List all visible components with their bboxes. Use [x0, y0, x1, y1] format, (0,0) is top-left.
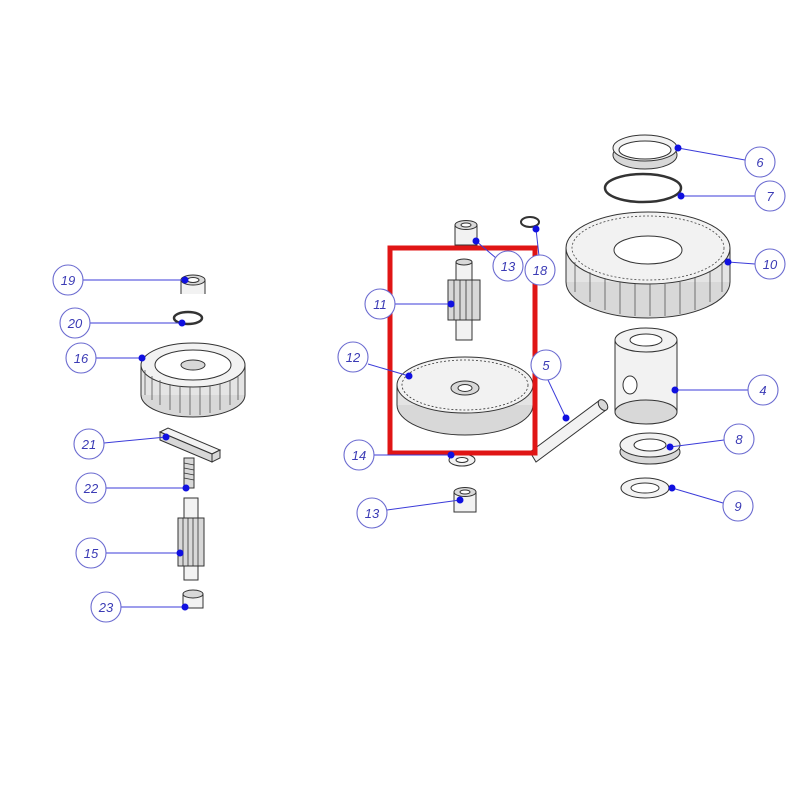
callout-8-label: 8	[735, 432, 743, 447]
part-23-bushing	[182, 589, 204, 609]
callout-20: 20	[59, 307, 186, 339]
part-19-bushing	[180, 274, 206, 294]
callout-14: 14	[343, 439, 455, 471]
callout-19: 19	[52, 264, 189, 296]
callout-13-bottom: 13	[356, 496, 464, 529]
callout-7: 7	[677, 180, 786, 212]
callout-10: 10	[724, 248, 786, 280]
part-7-ring	[603, 172, 683, 204]
part-13-bushing-top	[454, 220, 478, 246]
callout-5: 5	[530, 349, 570, 422]
callout-4-label: 4	[759, 383, 766, 398]
callout-5-label: 5	[542, 358, 550, 373]
callout-7-label: 7	[766, 189, 774, 204]
callout-10-label: 10	[763, 257, 778, 272]
callout-8: 8	[666, 423, 755, 455]
callout-12-label: 12	[346, 350, 361, 365]
part-6-cap	[612, 134, 678, 170]
callout-16-label: 16	[74, 351, 89, 366]
callout-13-top-label: 13	[501, 259, 516, 274]
callout-23-label: 23	[98, 600, 114, 615]
part-16-gear	[140, 342, 246, 418]
part-8-bearing	[619, 432, 681, 465]
callout-4: 4	[671, 374, 779, 406]
part-5-shaft	[529, 399, 609, 463]
callout-6: 6	[674, 144, 776, 178]
callout-18-label: 18	[533, 263, 548, 278]
part-15-pinion-shaft	[177, 497, 205, 581]
callout-12: 12	[337, 341, 413, 380]
part-4-sleeve	[614, 327, 678, 425]
callout-15-label: 15	[84, 546, 99, 561]
callout-14-label: 14	[352, 448, 366, 463]
part-12-gear	[396, 356, 534, 436]
callout-9-label: 9	[734, 499, 741, 514]
part-22-set-screw	[183, 457, 195, 489]
part-10-gear	[565, 211, 731, 319]
callout-15: 15	[75, 537, 184, 569]
callout-18: 18	[524, 225, 556, 286]
part-20-snap-ring	[172, 310, 204, 326]
callout-20-label: 20	[67, 316, 83, 331]
part-11-pinion	[447, 258, 481, 341]
part-9-washer	[620, 477, 670, 499]
callout-6-label: 6	[756, 155, 764, 170]
callout-11: 11	[364, 288, 455, 320]
callout-19-label: 19	[61, 273, 75, 288]
callout-16: 16	[65, 342, 146, 374]
part-18-clip	[520, 216, 540, 228]
callout-11-label: 11	[373, 297, 387, 312]
callout-23: 23	[90, 591, 189, 623]
callout-21: 21	[73, 428, 170, 460]
callout-22: 22	[75, 472, 190, 504]
callout-13-top: 13	[472, 237, 524, 282]
part-21-key	[158, 427, 222, 463]
callout-21-label: 21	[81, 437, 96, 452]
callout-9: 9	[668, 484, 754, 522]
callout-22-label: 22	[83, 481, 99, 496]
highlight-box	[387, 245, 538, 456]
callout-13-bottom-label: 13	[365, 506, 380, 521]
